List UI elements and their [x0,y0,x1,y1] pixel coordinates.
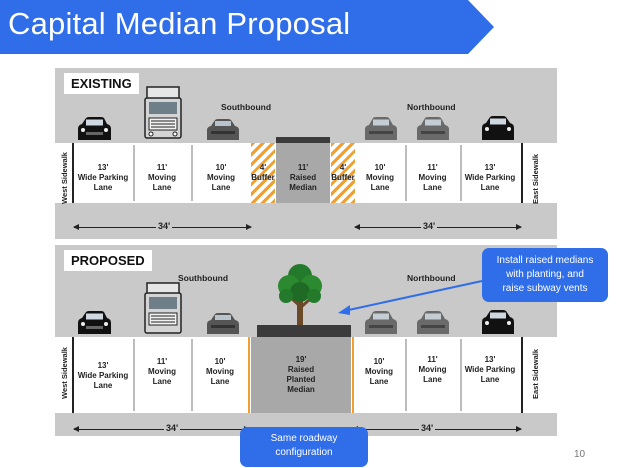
east-curb [521,337,523,413]
sedan-icon [207,119,239,140]
northbound-label: Northbound [407,273,456,283]
sedan-icon [417,117,449,140]
west-sidewalk-label: West Sidewalk [60,347,69,399]
dimension-label: 34' [156,221,173,231]
lane-stripe [191,145,193,201]
median-cap [276,137,330,143]
parked-car-icon [78,117,111,140]
southbound-label: Southbound [221,102,272,112]
lane-stripe [133,339,135,411]
west-buffer [251,143,275,203]
east-sidewalk-label: East Sidewalk [531,348,540,399]
dimension-west: 34' [73,221,252,233]
east-curb [521,143,523,203]
sedan-icon [365,311,397,334]
northbound-label: Northbound [407,102,456,112]
lane-stripe [191,339,193,411]
existing-label: EXISTING [64,73,139,94]
median-cap [257,325,351,337]
dimension-label: 34' [421,221,438,231]
proposed-label: PROPOSED [64,250,152,271]
east-sidewalk-label: East Sidewalk [531,153,540,204]
dimension-label: 34' [164,423,181,433]
east-buffer [331,143,355,203]
existing-panel: EXISTING Southbound Northbound [55,68,557,239]
sedan-icon [365,117,397,140]
truck-icon [144,282,182,334]
lane-stripe [405,339,407,411]
parked-car-icon [482,310,514,334]
dimension-east: 34' [354,221,522,233]
banner-shape [0,0,494,54]
roadway-callout: Same roadway configuration [240,427,368,467]
tree-icon [278,264,322,326]
lane-stripe [133,145,135,201]
lane-label-buffer: 4'Buffer [331,163,355,182]
parked-car-icon [482,116,514,140]
median-edge [248,337,250,413]
page-title: Capital Median Proposal [8,6,351,41]
page-number: 10 [574,449,586,460]
raised-planted-median [251,337,351,413]
parked-car-icon [78,311,111,334]
lane-stripe [460,339,462,411]
callout-arrow [338,280,483,315]
lane-label-buffer: 4'Buffer [251,163,275,182]
raised-median [276,143,330,203]
median-edge [352,337,354,413]
lane-stripe [460,145,462,201]
dimension-west: 34' [73,423,250,435]
truck-icon [144,86,182,139]
proposed-panel: PROPOSED Southbound Northbound [55,245,557,436]
lane-stripe [405,145,407,201]
dimension-east: 34' [352,423,522,435]
southbound-label: Southbound [178,273,229,283]
west-curb [72,337,74,413]
sedan-icon [417,311,449,334]
west-curb [72,143,74,203]
median-callout: Install raised medians with planting, an… [482,248,608,302]
title-banner: Capital Median Proposal [0,0,624,55]
dimension-label: 34' [419,423,436,433]
sedan-icon [207,313,239,334]
west-sidewalk-label: West Sidewalk [60,152,69,204]
